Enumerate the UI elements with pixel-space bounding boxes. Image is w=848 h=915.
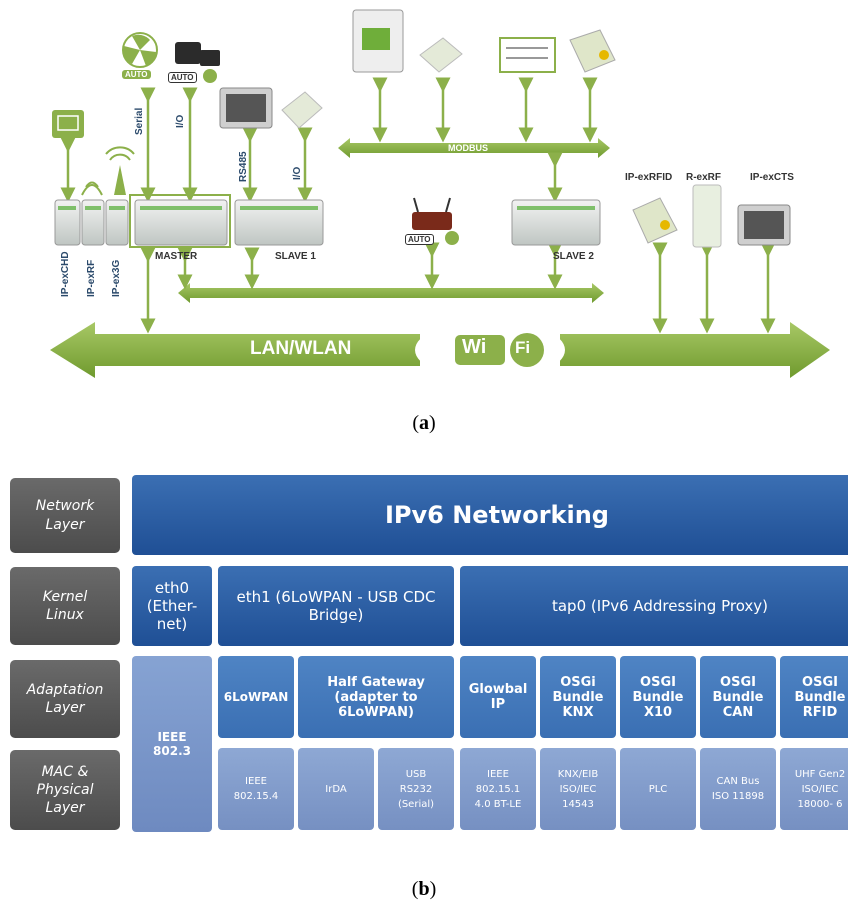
auto-badge: AUTO	[122, 70, 151, 79]
block-irda: IrDA	[298, 748, 374, 830]
sensor-icon	[419, 37, 463, 73]
meter-icon	[352, 9, 404, 73]
caption-a: (a)	[412, 412, 436, 434]
layer-label-kernel: Kernel Linux	[10, 567, 120, 645]
block-osgi-rfid: OSGI Bundle RFID	[780, 656, 848, 738]
touch-panel-icon	[219, 87, 273, 129]
label-slave2: SLAVE 2	[553, 251, 594, 262]
lan-wlan-label: LAN/WLAN	[250, 338, 352, 359]
block-eth1: eth1 (6LoWPAN - USB CDC Bridge)	[218, 566, 454, 646]
layer-label-mac: MAC & Physical Layer	[10, 750, 120, 830]
auto-badge: AUTO	[168, 72, 197, 83]
block-plc: PLC	[620, 748, 696, 830]
plug-icon	[175, 42, 220, 83]
router-icon	[412, 197, 459, 245]
din-modules	[54, 194, 601, 248]
antenna-mast	[114, 165, 126, 195]
block-can-bus: CAN Bus ISO 11898	[700, 748, 776, 830]
lan-wlan-arrow	[50, 322, 420, 378]
power-meter-icon	[499, 37, 556, 73]
block-osgi-knx: OSGi Bundle KNX	[540, 656, 616, 738]
label-ip-exrfid: IP-exRFID	[625, 172, 673, 183]
block-tap0: tap0 (IPv6 Addressing Proxy)	[460, 566, 848, 646]
label-r-exrf: R-exRF	[686, 172, 722, 183]
modbus-arrow	[338, 138, 610, 158]
label-serial: Serial	[134, 107, 145, 135]
bus-arrow	[178, 283, 604, 303]
touch-panel-icon	[737, 204, 791, 246]
label-rs485: RS485	[238, 151, 249, 182]
sensor-icon	[281, 91, 323, 129]
block-glowbal-ip: Glowbal IP	[460, 656, 536, 738]
auto-badge: AUTO	[405, 234, 434, 245]
layer-label-network: Network Layer	[10, 478, 120, 553]
layer-label-adaptation: Adaptation Layer	[10, 660, 120, 738]
caption-b-letter: b	[418, 878, 430, 900]
wifi-fi-text: Fi	[515, 338, 531, 357]
rfid-reader-icon	[569, 29, 616, 73]
label-master: MASTER	[155, 251, 198, 262]
block-usb-rs232: USB RS232 (Serial)	[378, 748, 454, 830]
caption-a-letter: a	[419, 412, 429, 434]
block-uhf-gen2: UHF Gen2 ISO/IEC 18000- 6	[780, 748, 848, 830]
panel-a-diagram	[50, 9, 830, 380]
label-slave1: SLAVE 1	[275, 251, 316, 262]
block-eth0: eth0 (Ether- net)	[132, 566, 212, 646]
block-osgi-x10: OSGI Bundle X10	[620, 656, 696, 738]
battery-icon	[52, 110, 84, 138]
block-half-gateway: Half Gateway (adapter to 6LoWPAN)	[298, 656, 454, 738]
block-knx-eib: KNX/EIB ISO/IEC 14543	[540, 748, 616, 830]
rfid-reader-icon	[632, 197, 678, 244]
caption-b: (b)	[411, 878, 437, 900]
block-ipv6-networking: IPv6 Networking	[132, 475, 848, 555]
r-exrf-device	[692, 184, 722, 248]
block-6lowpan: 6LoWPAN	[218, 656, 294, 738]
label-ip-excts: IP-exCTS	[750, 172, 794, 183]
block-ieee-8023: IEEE 802.3	[132, 656, 212, 832]
block-osgi-can: OSGI Bundle CAN	[700, 656, 776, 738]
block-ieee-802151: IEEE 802.15.1 4.0 BT-LE	[460, 748, 536, 830]
lan-wlan-arrow-right	[560, 322, 830, 378]
label-ip-exchd: IP-exCHD	[60, 251, 71, 297]
label-modbus: MODBUS	[448, 143, 488, 153]
label-io-slave: I/O	[292, 166, 303, 180]
fan-icon	[122, 32, 158, 68]
wifi-wi-text: Wi	[462, 336, 487, 358]
label-io-master: I/O	[175, 114, 186, 128]
antenna-icon	[81, 146, 135, 196]
block-ieee-802154: IEEE 802.15.4	[218, 748, 294, 830]
label-ip-exrf: IP-exRF	[86, 259, 97, 297]
label-ip-ex3g: IP-ex3G	[111, 259, 122, 297]
